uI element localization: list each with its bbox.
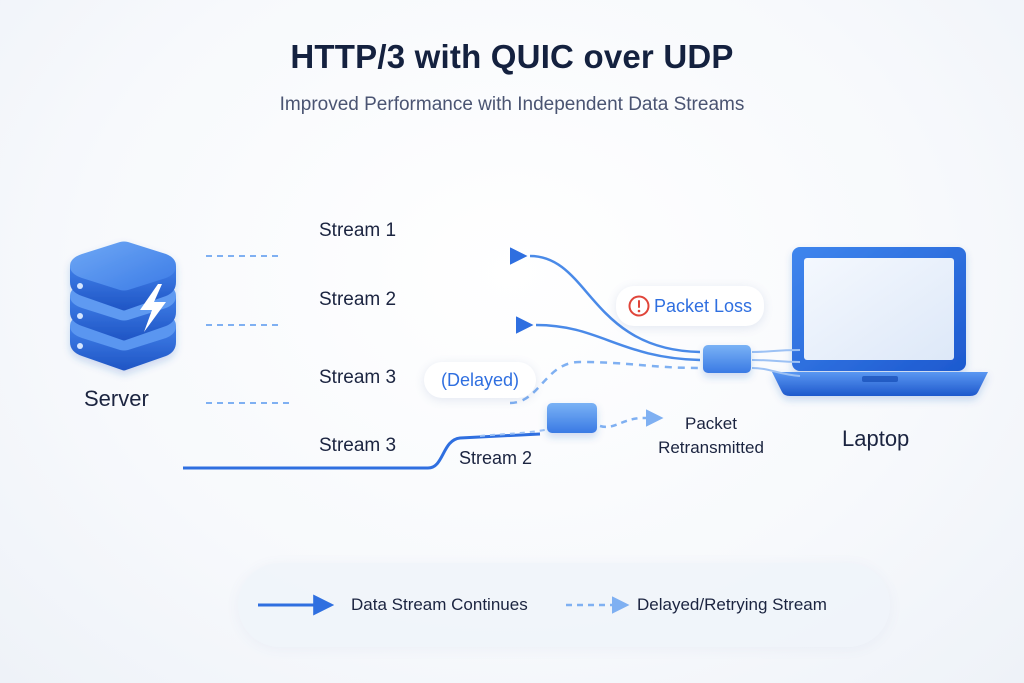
laptop-icon [772, 247, 988, 396]
page-subtitle: Improved Performance with Independent Da… [279, 94, 745, 115]
page-title: HTTP/3 with QUIC over UDP [290, 38, 734, 75]
stream-3-delayed-label: Stream 3 [319, 367, 397, 388]
delayed-badge: (Delayed) [424, 362, 536, 398]
stream-3-delayed-curve [509, 360, 701, 405]
stream-2-label: Stream 2 [319, 289, 397, 310]
packet-retransmitted-line1: Packet [685, 414, 737, 433]
retransmit-arrow [599, 409, 664, 429]
lightning-bolt-icon [140, 284, 166, 332]
packet-retransmitted-line2: Retransmitted [658, 438, 764, 457]
laptop-label: Laptop [842, 426, 910, 451]
stream-1-curve [529, 254, 701, 354]
stream-1-label: Stream 1 [319, 220, 397, 241]
packet-loss-badge: Packet Loss [616, 286, 764, 326]
stream-3-lower-line [183, 432, 541, 470]
packet-loss-text: Packet Loss [653, 295, 753, 316]
stream-2-curve [535, 323, 701, 362]
stream-3-label: Stream 3 [319, 435, 397, 456]
legend-dashed-label: Delayed/Retrying Stream [637, 595, 827, 614]
retransmit-packet-box [547, 403, 597, 433]
packet-hub-box [703, 345, 751, 373]
merge-to-laptop-lines [751, 349, 801, 377]
stream-2-lower-label: Stream 2 [459, 448, 533, 468]
stream-3-lower-dashed [479, 429, 546, 437]
packet-retransmitted-label: Packet Retransmitted [648, 412, 774, 460]
warning-triangle-icon [628, 295, 650, 317]
server-label: Server [84, 386, 149, 411]
legend-solid-label: Data Stream Continues [351, 595, 528, 614]
